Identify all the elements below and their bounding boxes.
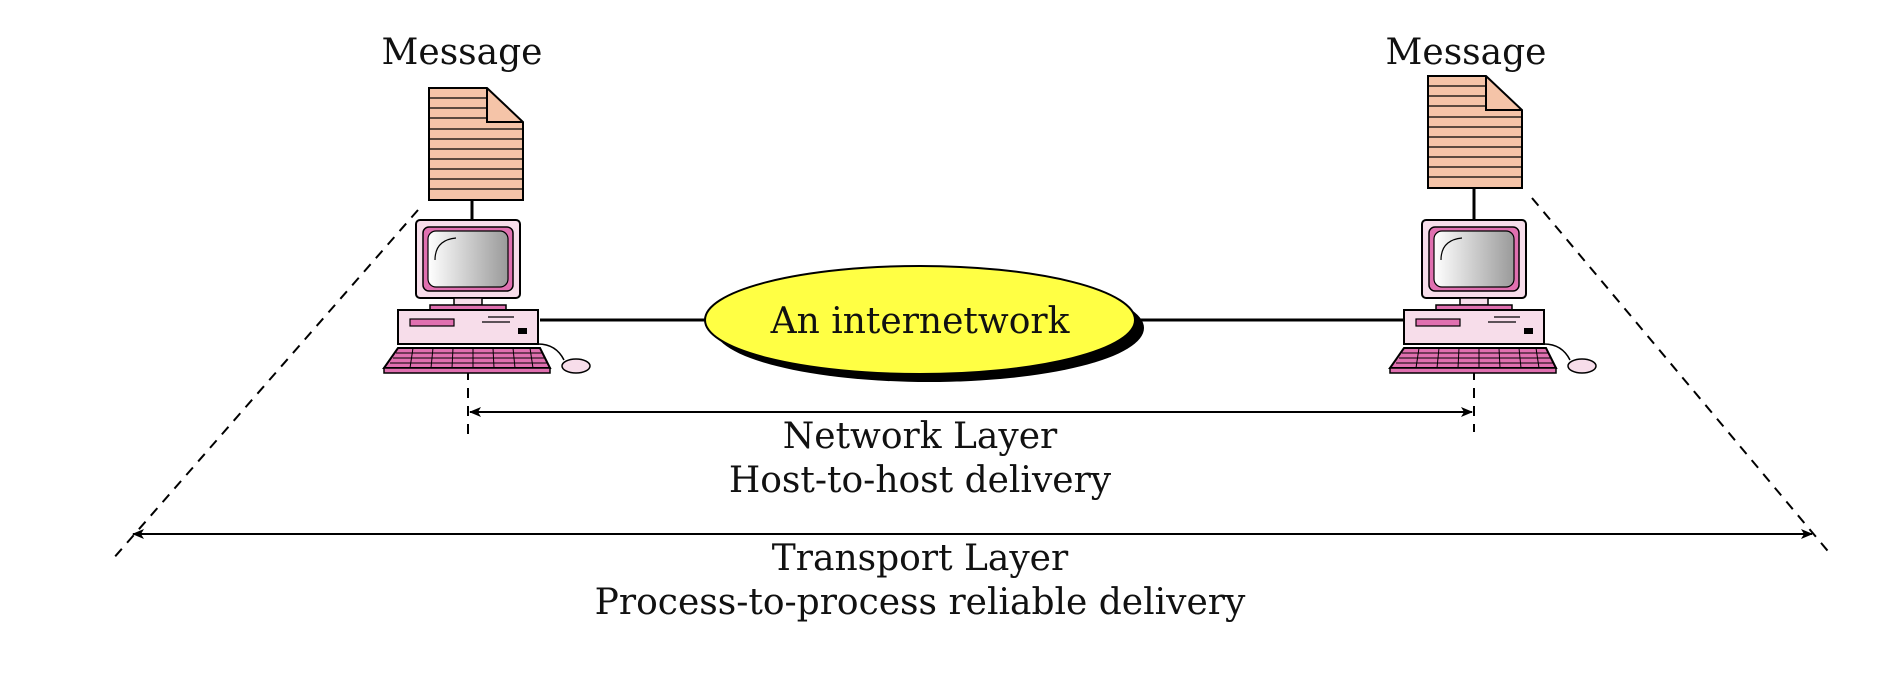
internetwork-cloud: An internetwork xyxy=(704,265,1144,382)
transport-guide-left xyxy=(111,209,419,561)
network-layer-subtitle: Host-to-host delivery xyxy=(729,460,1112,501)
network-layer-title: Network Layer xyxy=(783,416,1058,457)
right-computer-icon xyxy=(1389,219,1597,374)
right-host: Message xyxy=(1386,32,1597,374)
transport-layer-title: Transport Layer xyxy=(772,538,1069,579)
right-message-label: Message xyxy=(1386,32,1547,73)
internetwork-label: An internetwork xyxy=(770,301,1071,342)
left-message-label: Message xyxy=(382,32,543,73)
transport-layer-subtitle: Process-to-process reliable delivery xyxy=(595,582,1246,623)
left-document-icon xyxy=(428,87,524,201)
left-host: Message xyxy=(382,32,591,374)
right-document-icon xyxy=(1427,75,1523,189)
transport-guide-right xyxy=(1531,197,1833,557)
left-computer-icon xyxy=(383,219,591,374)
